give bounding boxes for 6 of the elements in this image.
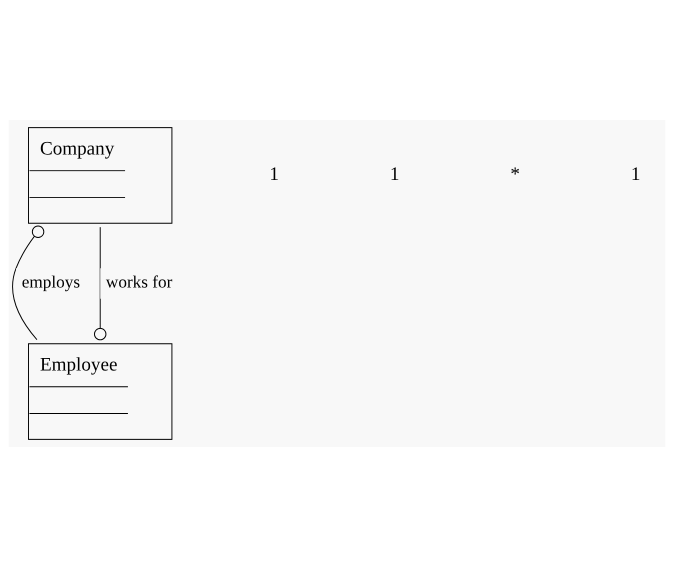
label: 1 [630,164,640,185]
edge-label: works for [106,272,172,292]
label: * [510,164,520,185]
label: 1 [390,164,400,185]
label: 1 [269,164,280,185]
edge-label: employs [22,272,80,292]
